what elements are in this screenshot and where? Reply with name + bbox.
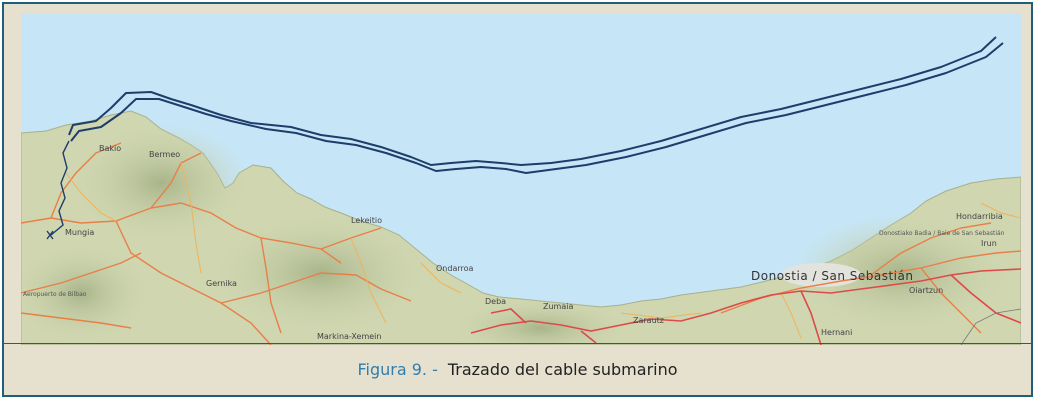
- place-label-oiartzun[interactable]: Oiartzun: [909, 286, 943, 295]
- figure-caption: Figura 9. - Trazado del cable submarino: [4, 343, 1031, 395]
- figure-frame: Bakio Bermeo Mungia Gernika Lekeitio Ond…: [2, 2, 1033, 397]
- place-label-irun[interactable]: Irun: [981, 239, 997, 248]
- land-cable-route[interactable]: [50, 140, 70, 236]
- caption-text: Trazado del cable submarino: [447, 360, 678, 379]
- motorway: [470, 268, 1021, 345]
- map-view[interactable]: Bakio Bermeo Mungia Gernika Lekeitio Ond…: [21, 13, 1021, 345]
- place-label-lekeitio[interactable]: Lekeitio: [351, 216, 382, 225]
- place-label-mungia[interactable]: Mungia: [65, 228, 94, 237]
- place-label-hondarribia[interactable]: Hondarribia: [956, 212, 1003, 221]
- substation-marker-icon[interactable]: [46, 230, 54, 240]
- border-line: [960, 308, 1021, 345]
- place-label-bakio[interactable]: Bakio: [99, 144, 121, 153]
- place-label-zarautz[interactable]: Zarautz: [633, 316, 664, 325]
- place-label-markina[interactable]: Markina-Xemein: [317, 332, 381, 341]
- hill-shade: [71, 123, 251, 243]
- hill-shade: [21, 243, 151, 343]
- place-label-gernika[interactable]: Gernika: [206, 279, 237, 288]
- submarine-cable-route[interactable]: [68, 36, 1004, 174]
- hill-shade: [451, 298, 631, 345]
- place-label-hernani[interactable]: Hernani: [821, 328, 852, 337]
- secondary-roads: [65, 162, 1021, 339]
- place-label-ondarroa[interactable]: Ondarroa: [436, 264, 474, 273]
- place-label-aeropuerto[interactable]: Aeropuerto de Bilbao: [23, 291, 87, 298]
- place-label-zumaia[interactable]: Zumaia: [543, 302, 573, 311]
- place-label-bay[interactable]: Donostiako Badia / Baie de San Sebastián: [879, 230, 1005, 237]
- caption-number: Figura 9. -: [357, 360, 438, 379]
- place-label-deba[interactable]: Deba: [485, 297, 506, 306]
- hill-shade: [791, 213, 1011, 333]
- place-label-donostia[interactable]: Donostia / San Sebastián: [751, 269, 913, 283]
- place-label-bermeo[interactable]: Bermeo: [149, 150, 180, 159]
- map-svg: Bakio Bermeo Mungia Gernika Lekeitio Ond…: [21, 13, 1021, 345]
